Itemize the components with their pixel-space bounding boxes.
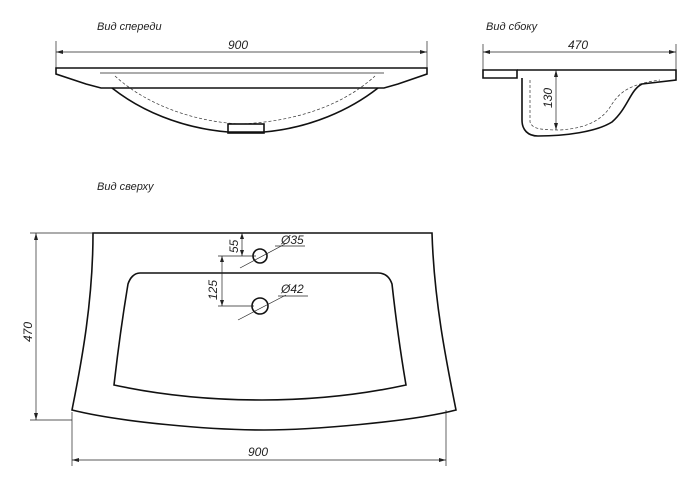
top-depth-label: 470 <box>21 322 35 342</box>
side-bowl-depth-label: 130 <box>541 88 555 108</box>
side-bowl-dim-arrow-bottom <box>554 123 558 130</box>
side-view: Вид сбоку 470 130 <box>482 21 677 137</box>
side-bowl-dim-arrow-top <box>554 70 558 77</box>
top-view: Вид сверху Ø35 Ø42 55 125 470 <box>21 181 457 466</box>
top-bowl-outline <box>113 272 407 401</box>
side-back-lip <box>482 69 518 79</box>
top-outer-outline <box>71 232 457 431</box>
top-dim900-arrow-right <box>439 458 446 462</box>
side-dim-arrow-left <box>483 50 490 54</box>
top-hole-offset-label: 55 <box>227 239 241 253</box>
front-view: Вид спереди 900 <box>55 21 428 134</box>
side-profile-outline <box>517 69 677 137</box>
front-bowl-hidden-line <box>114 75 376 125</box>
top-dim470-arrow-top <box>34 233 38 240</box>
front-dim-arrow-right <box>420 50 427 54</box>
side-view-title: Вид сбоку <box>486 21 539 33</box>
top-dim55-arrow-bottom <box>240 250 244 256</box>
front-drain <box>227 123 265 134</box>
top-view-title: Вид сверху <box>97 181 155 193</box>
front-view-title: Вид спереди <box>97 21 162 33</box>
top-dim125-arrow-top <box>220 256 224 262</box>
side-bowl-hidden-line <box>529 79 661 131</box>
top-width-label: 900 <box>248 445 268 459</box>
top-leader-small <box>239 243 286 269</box>
front-bowl-outline <box>111 87 379 133</box>
top-dim470-arrow-bottom <box>34 413 38 420</box>
top-hole-spacing-label: 125 <box>206 280 220 300</box>
top-dim125-arrow-bottom <box>220 300 224 306</box>
top-leader-large <box>237 294 287 321</box>
top-dim55-arrow-top <box>240 233 244 239</box>
side-dim-arrow-right <box>669 50 676 54</box>
front-width-label: 900 <box>228 38 248 52</box>
top-hole-small-diameter: Ø35 <box>280 233 304 247</box>
top-hole-large-diameter: Ø42 <box>280 282 304 296</box>
top-dim900-arrow-left <box>72 458 79 462</box>
front-dim-arrow-left <box>56 50 63 54</box>
front-countertop-outline <box>55 67 428 89</box>
side-depth-label: 470 <box>568 38 588 52</box>
